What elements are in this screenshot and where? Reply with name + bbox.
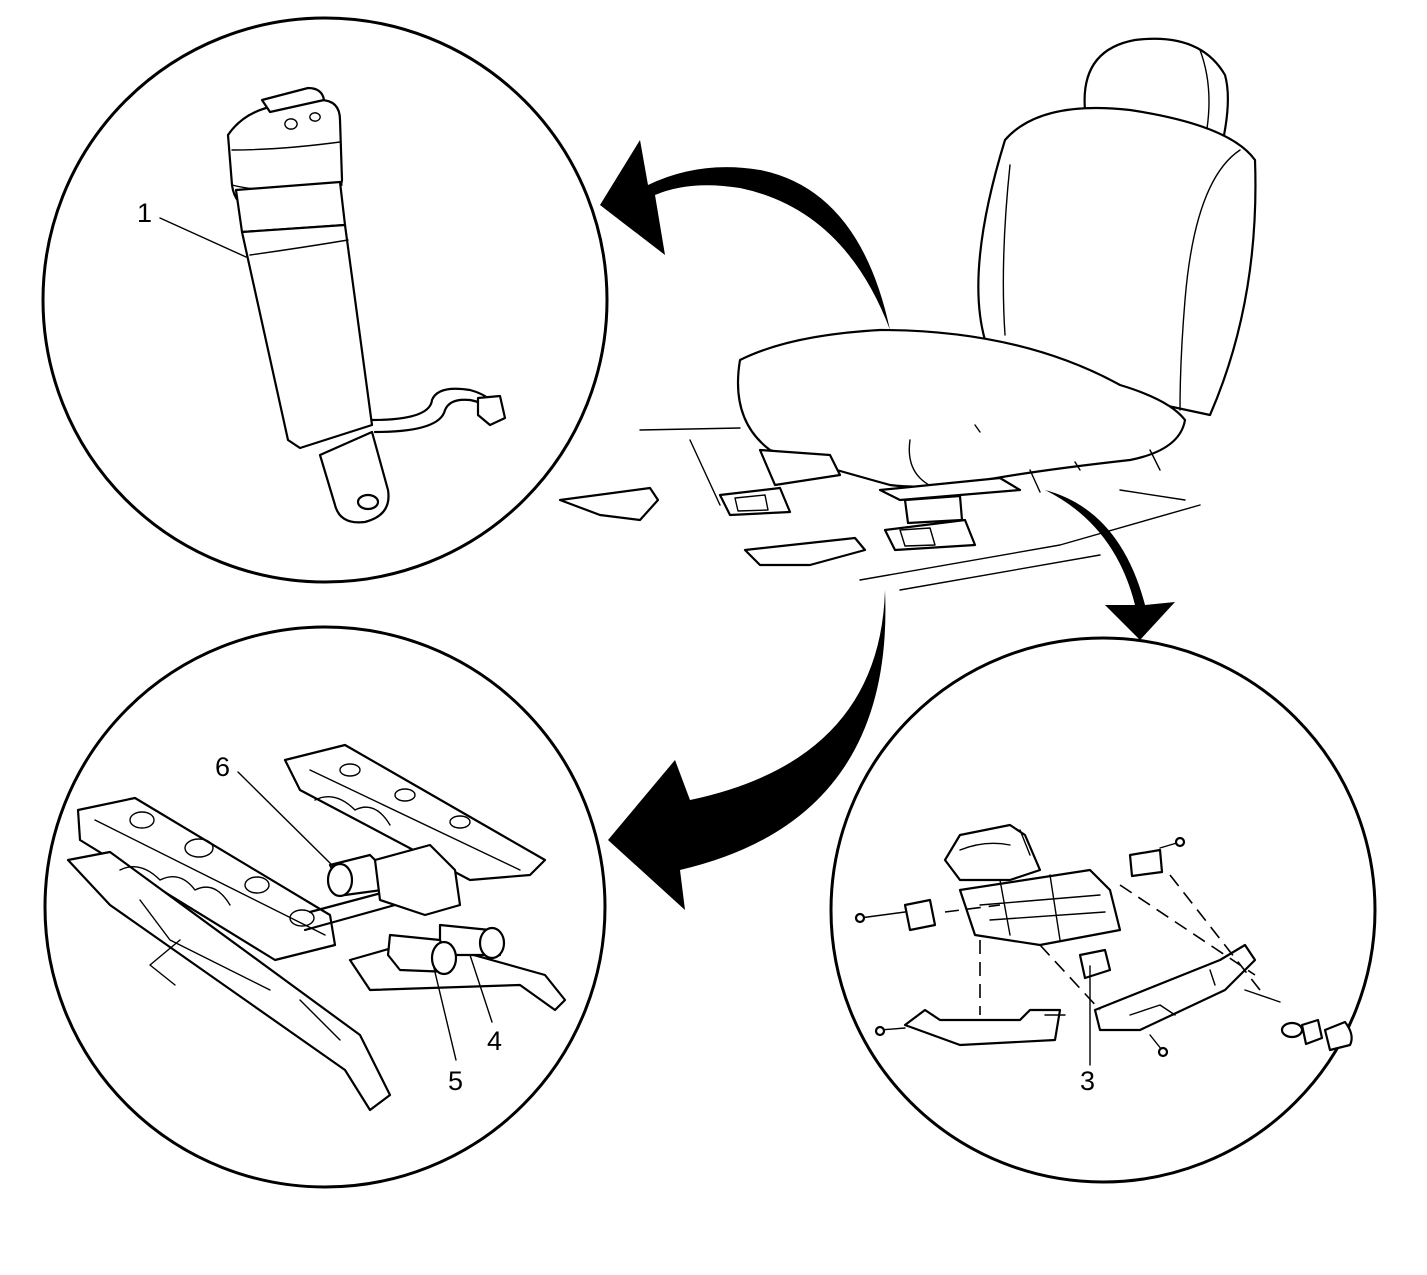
leader-1 [159, 217, 247, 258]
callout-5: 5 [448, 1066, 463, 1096]
callout-4: 4 [487, 1026, 502, 1056]
callout-3: 3 [1080, 1066, 1095, 1096]
leader-5 [433, 967, 457, 1061]
seat-adjuster-exploded-view [854, 823, 1353, 1066]
callout-6: 6 [215, 752, 230, 782]
leader-6 [237, 771, 334, 867]
detail-circle-seat-adjuster [829, 636, 1377, 1184]
seat-belt-buckle [159, 86, 507, 524]
detail-circle-power-track [43, 625, 607, 1189]
seat-back [977, 106, 1257, 417]
callout-1: 1 [137, 198, 152, 228]
arrow-to-power-track [608, 590, 886, 910]
power-seat-track-assembly [66, 743, 567, 1112]
detail-circle-buckle [41, 16, 609, 584]
floor-panel [558, 427, 1201, 591]
leader-4 [469, 954, 493, 1023]
arrow-to-seat-adjuster [1045, 490, 1175, 640]
arrow-to-buckle [600, 140, 890, 330]
seat-assembly [558, 37, 1257, 591]
